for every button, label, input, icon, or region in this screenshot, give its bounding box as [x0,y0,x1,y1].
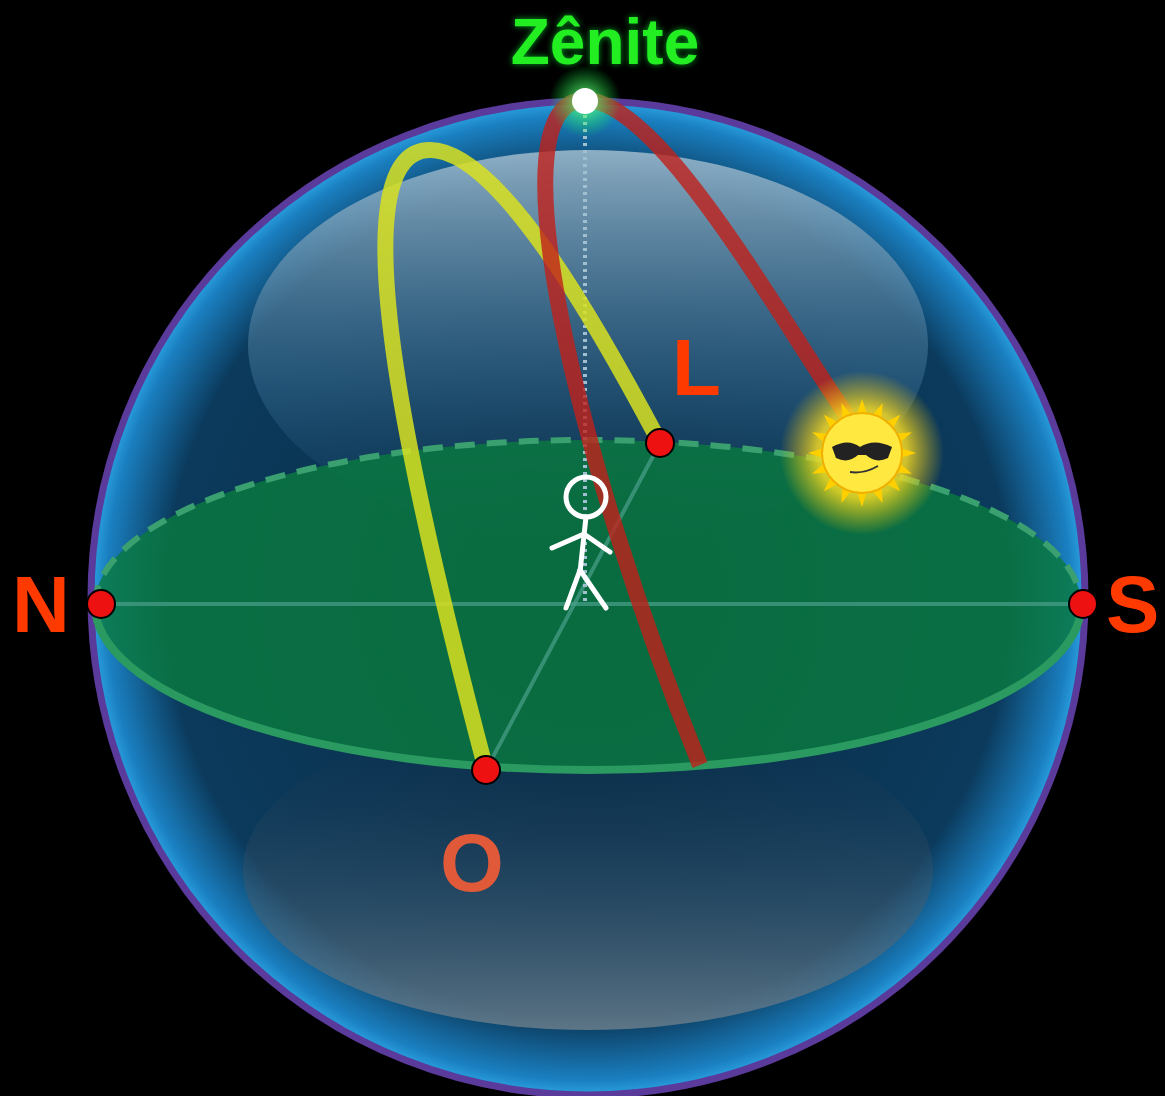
sun [780,371,944,535]
observer [552,477,610,608]
north-label: N [12,565,70,645]
east-label: L [672,328,721,408]
west-label: O [440,822,504,904]
zenith-glow [549,65,621,137]
horizon-front [95,605,1081,770]
sphere [91,101,1085,1095]
equinox-path [385,150,660,770]
north-south-line [101,602,1083,606]
south-label: S [1106,565,1159,645]
cardinal-dots [87,429,1097,784]
zenith-point [572,88,598,114]
zenith-label: Zênite [511,10,699,74]
